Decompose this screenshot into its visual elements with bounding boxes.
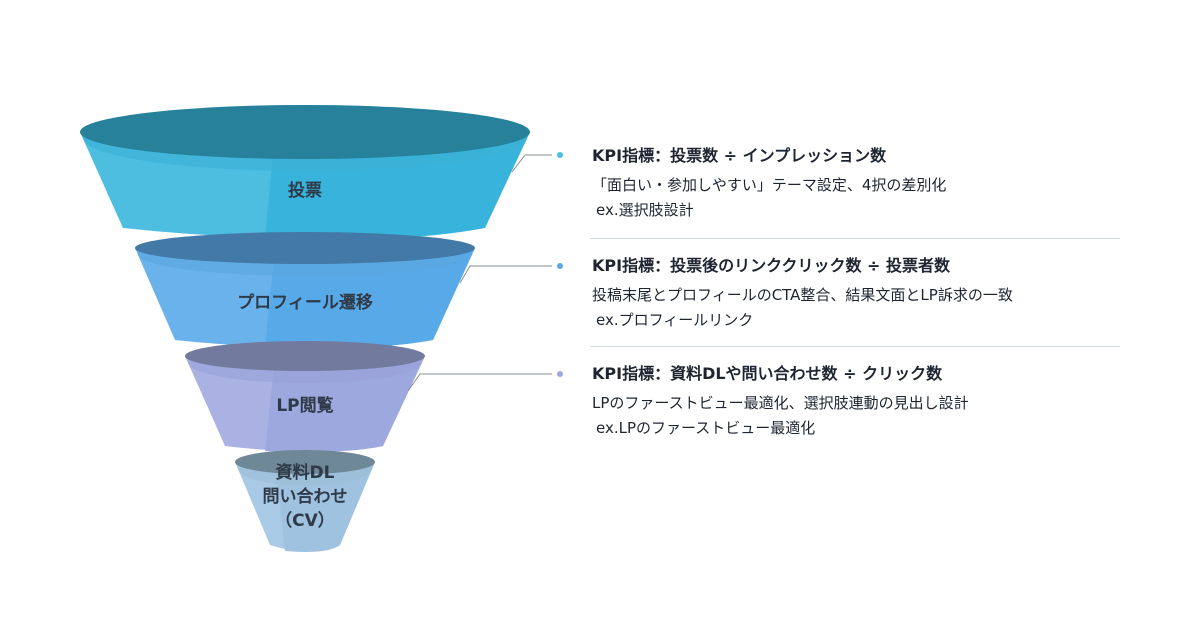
- funnel-top-ellipse: [135, 232, 475, 264]
- funnel-top-ellipse: [185, 341, 425, 371]
- funnel-stage: 資料DL 問い合わせ （CV）: [235, 450, 375, 552]
- kpi-block-vote: KPI指標：投票数 ÷ インプレッション数 「面白い・参加しやすい」テーマ設定、…: [592, 146, 1132, 220]
- funnel-stage-label: 投票: [288, 180, 322, 201]
- connector-line: [459, 265, 552, 284]
- kpi-example: ex.選択肢設計: [596, 201, 694, 219]
- funnel-stage-label: 問い合わせ: [263, 486, 348, 507]
- connector-dot: [557, 263, 563, 269]
- divider: [590, 346, 1120, 347]
- funnel-stage-label: LP閲覧: [276, 395, 333, 416]
- funnel-stage-label: 資料DL: [276, 462, 335, 483]
- funnel-stage-label: （CV）: [275, 510, 335, 531]
- kpi-description: 「面白い・参加しやすい」テーマ設定、4択の差別化: [592, 176, 947, 194]
- kpi-example: ex.LPのファーストビュー最適化: [596, 419, 816, 437]
- funnel-stage: 投票: [80, 105, 530, 240]
- kpi-description: LPのファーストビュー最適化、選択肢連動の見出し設計: [592, 394, 969, 412]
- divider: [590, 238, 1120, 239]
- kpi-title: KPI指標：資料DLや問い合わせ数 ÷ クリック数: [592, 364, 943, 383]
- kpi-description: 投稿末尾とプロフィールのCTA整合、結果文面とLP訴求の一致: [592, 286, 1013, 304]
- funnel-stage: LP閲覧: [185, 341, 425, 452]
- kpi-example: ex.プロフィールリンク: [596, 311, 754, 329]
- connector-dot: [557, 371, 563, 377]
- connector-dot: [557, 152, 563, 158]
- kpi-block-lp: KPI指標：資料DLや問い合わせ数 ÷ クリック数 LPのファーストビュー最適化…: [592, 364, 1132, 438]
- funnel-stage-label: プロフィール遷移: [237, 292, 373, 313]
- kpi-title: KPI指標：投票後のリンククリック数 ÷ 投票者数: [592, 256, 950, 275]
- kpi-block-profile: KPI指標：投票後のリンククリック数 ÷ 投票者数 投稿末尾とプロフィールのCT…: [592, 256, 1132, 330]
- connector-line: [511, 154, 552, 173]
- funnel-top-ellipse: [235, 450, 375, 474]
- connector-line: [407, 373, 552, 392]
- funnel-stage: プロフィール遷移: [135, 232, 475, 349]
- kpi-title: KPI指標：投票数 ÷ インプレッション数: [592, 146, 887, 165]
- funnel-top-ellipse: [80, 105, 530, 159]
